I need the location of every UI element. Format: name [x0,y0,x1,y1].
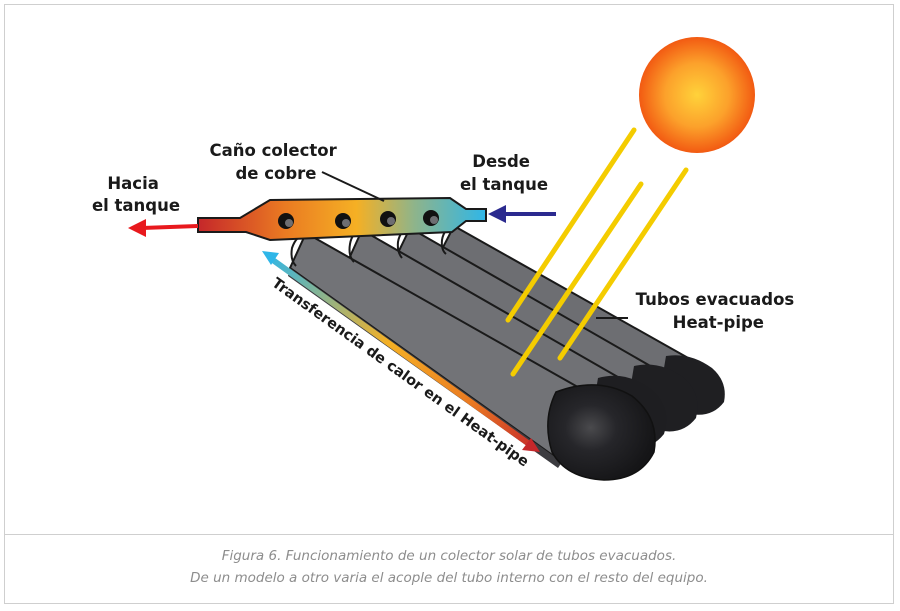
caption-divider [4,534,894,535]
figure-caption: Figura 6. Funcionamiento de un colector … [4,545,894,589]
figure-frame [4,4,894,604]
sun-rays [505,127,689,377]
label-to-tank: Hacia el tanque [92,174,180,215]
copper-manifold [197,196,487,242]
label-tubes: Tubos evacuados Heat-pipe [636,290,800,332]
hot-water-arrow-icon [128,219,199,237]
label-from-tank: Desde el tanque [460,152,548,194]
sun-icon [639,37,755,153]
cold-water-arrow-icon [488,205,556,223]
caption-line-2: De un modelo a otro varia el acople del … [190,570,708,586]
heat-transfer-arrow-icon [262,251,540,452]
collector-leader-line [321,171,385,202]
label-collector: Caño colector de cobre [210,141,343,183]
tube-end-cap [547,384,656,481]
caption-line-1: Figura 6. Funcionamiento de un colector … [221,548,677,564]
